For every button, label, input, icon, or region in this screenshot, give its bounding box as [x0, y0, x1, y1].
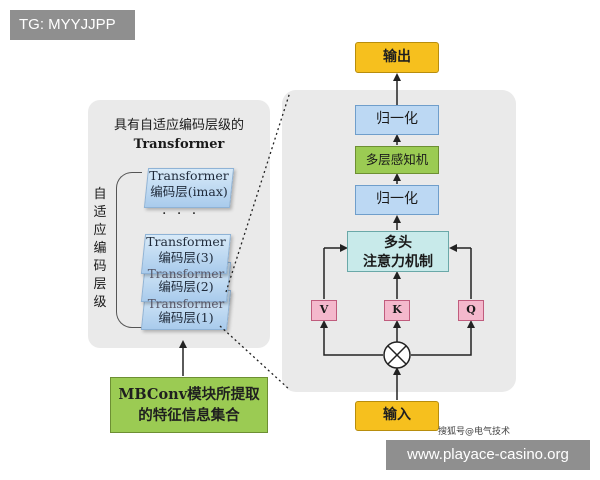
top-left-tag: TG: MYYJJPP	[10, 10, 135, 40]
encoder-stack-bracket	[116, 172, 142, 328]
encoder-2-line1: Transformer	[147, 267, 225, 281]
v-box: V	[311, 300, 337, 321]
attention-box: 多头 注意力机制	[347, 231, 449, 272]
vertical-label-char: 自	[93, 187, 107, 202]
encoder-stack-title: 具有自适应编码层级的 Transformer	[88, 116, 270, 154]
encoder-stack-title-line2: Transformer	[133, 137, 225, 152]
vertical-label-char: 编	[93, 241, 107, 256]
source-watermark: 搜狐号@电气技术	[438, 427, 511, 437]
norm-top-box: 归一化	[355, 105, 439, 135]
adaptive-level-vertical-label: 自适应编码层级	[90, 186, 110, 312]
norm-bottom-box: 归一化	[355, 185, 439, 215]
input-box: 输入	[355, 401, 439, 431]
arrow-mix-to-v	[320, 320, 383, 356]
vertical-label-char: 应	[93, 223, 107, 238]
zoom-line-top	[225, 91, 291, 293]
mbconv-features-box: MBConv模块所提取 的特征信息集合	[110, 377, 268, 433]
zoom-line-bottom	[219, 325, 291, 391]
encoder-stack-title-line1: 具有自适应编码层级的	[113, 118, 244, 133]
vertical-label-char: 级	[93, 295, 107, 310]
vertical-label-char: 码	[93, 259, 107, 274]
encoder-label-imax: Transformer 编码层(imax)	[139, 168, 239, 200]
mbconv-line1: MBConv模块所提取	[118, 386, 260, 403]
attention-line1: 多头	[384, 235, 412, 251]
encoder-ellipsis: · · ·	[162, 206, 200, 222]
bottom-right-url-tag: www.playace-casino.org	[386, 440, 590, 470]
encoder-1-line1: Transformer	[147, 297, 225, 311]
encoder-3-line1: Transformer	[146, 234, 226, 249]
encoder-label-2: 编码层(2)	[136, 279, 236, 295]
encoder-2-line2: 编码层(2)	[158, 279, 214, 294]
vertical-label-char: 适	[93, 205, 107, 220]
encoder-imax-line2-text: 编码层(imax)	[150, 184, 228, 199]
attention-line2: 注意力机制	[363, 254, 433, 270]
encoder-label-3: Transformer 编码层(3)	[136, 234, 236, 266]
mbconv-line2: 的特征信息集合	[138, 407, 240, 424]
encoder-1-line2: 编码层(1)	[158, 310, 214, 325]
encoder-3-line2: 编码层(3)	[158, 250, 214, 265]
vertical-label-char: 层	[93, 277, 107, 292]
encoder-label-1: 编码层(1)	[136, 310, 236, 326]
mlp-box: 多层感知机	[355, 146, 439, 174]
encoder-imax-line1: Transformer	[149, 168, 229, 183]
output-box: 输出	[355, 42, 439, 73]
arrow-mix-to-q	[411, 320, 475, 356]
q-box: Q	[458, 300, 484, 321]
k-box: K	[384, 300, 410, 321]
encoder-imax-line2: 编码层(imax)	[139, 184, 239, 200]
